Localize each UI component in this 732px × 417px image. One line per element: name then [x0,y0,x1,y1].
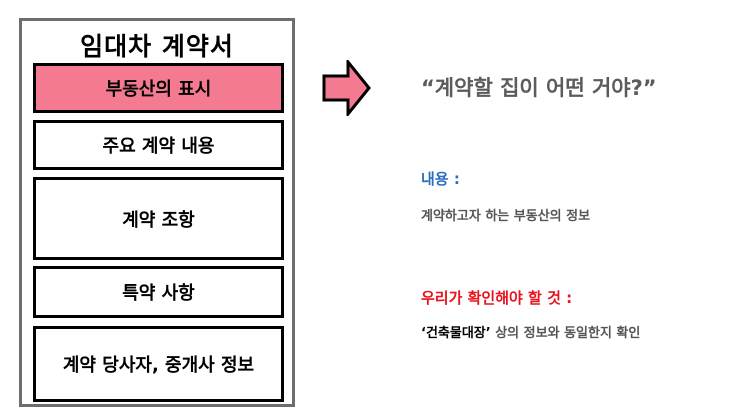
question-quote: “계약할 집이 어떤 거야?” [421,76,657,100]
section-label: 특약 사항 [122,283,195,304]
section-property-display: 부동산의 표시 [33,63,284,113]
section-label: 계약 조항 [122,209,195,231]
lease-contract-outline: 임대차 계약서 부동산의 표시 주요 계약 내용 계약 조항 특약 사항 계약 … [19,18,295,407]
section-special-terms: 특약 사항 [33,266,284,318]
check-label: 우리가 확인해야 할 것 : [421,289,573,307]
content-text: 계약하고자 하는 부동산의 정보 [421,209,591,224]
content-label: 내용 : [421,170,460,188]
section-clauses: 계약 조항 [33,177,284,260]
section-parties-info: 계약 당사자, 중개사 정보 [33,326,284,402]
check-text: 상의 정보와 동일한지 확인 [490,326,641,341]
contract-title: 임대차 계약서 [80,32,234,61]
section-label: 주요 계약 내용 [102,136,215,157]
check-emphasis: ‘건축물대장’ [421,326,491,341]
section-main-terms: 주요 계약 내용 [33,120,284,170]
check-text-line: ‘건축물대장’ 상의 정보와 동일한지 확인 [421,322,640,341]
arrow-right-icon [322,60,371,116]
section-label: 계약 당사자, 중개사 정보 [62,355,255,376]
section-label: 부동산의 표시 [105,79,212,100]
